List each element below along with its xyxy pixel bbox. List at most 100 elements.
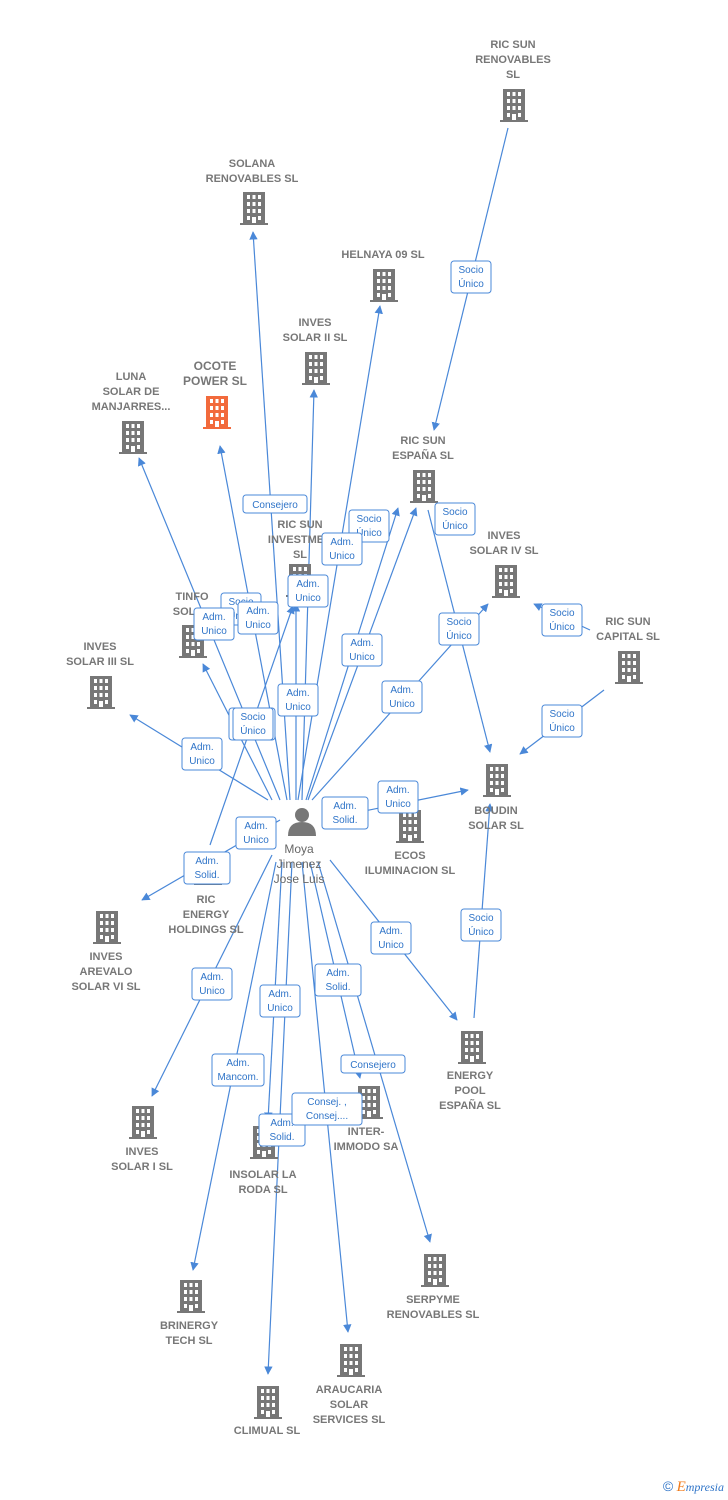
role-badge-box bbox=[381, 680, 423, 714]
role-badge[interactable]: Adm. Solid. bbox=[321, 796, 369, 830]
role-badge[interactable]: Adm.Solid. bbox=[314, 963, 362, 997]
role-badge[interactable]: Adm.Unico bbox=[377, 780, 419, 814]
role-badge-box bbox=[193, 607, 235, 641]
role-badge-text: Adm. bbox=[200, 972, 223, 983]
brand-logo-text: mpresia bbox=[685, 1480, 724, 1494]
role-badge[interactable]: Adm.Unico bbox=[181, 737, 223, 771]
company-label-line: ENERGY bbox=[183, 909, 230, 921]
role-badge-text: Único bbox=[549, 721, 575, 734]
company-label-line: SOLAR II SL bbox=[283, 332, 348, 344]
role-badge-box bbox=[259, 984, 301, 1018]
company-label-line: SOLAR SL bbox=[468, 820, 524, 832]
company-label-line: ARAUCARIA bbox=[316, 1384, 383, 1396]
role-badge-text: Unico bbox=[267, 1003, 293, 1014]
role-badge-text: Adm. bbox=[270, 1118, 293, 1129]
brand-footer[interactable]: © Empresia bbox=[663, 1478, 724, 1496]
role-badge-text: Consejero bbox=[252, 500, 298, 511]
role-badge[interactable]: Adm.Unico bbox=[370, 921, 412, 955]
company-label-line: SOLANA bbox=[229, 158, 276, 170]
role-badge[interactable]: Adm.Unico bbox=[237, 601, 279, 635]
person-name-line: Jimenez bbox=[277, 857, 322, 871]
role-badge[interactable]: Adm.Unico bbox=[287, 574, 329, 608]
role-badge[interactable]: Adm.Unico bbox=[341, 633, 383, 667]
company-label-line: SERPYME bbox=[406, 1294, 460, 1306]
building-icon bbox=[458, 1031, 486, 1064]
role-badge[interactable]: Adm.Unico bbox=[191, 967, 233, 1001]
role-badge-text: Adm. bbox=[390, 685, 413, 696]
company-label-line: SL bbox=[293, 549, 307, 561]
person-name-line: Jose Luis bbox=[274, 872, 325, 886]
company-label-line: ENERGY bbox=[447, 1070, 494, 1082]
role-badge-text: Socio bbox=[446, 617, 471, 628]
role-badge-box bbox=[460, 908, 502, 942]
role-badge[interactable]: Adm.Unico bbox=[193, 607, 235, 641]
company-label-line: TINFO bbox=[176, 591, 209, 603]
company-label-line: TECH SL bbox=[165, 1335, 212, 1347]
role-badge[interactable]: Consejero bbox=[242, 494, 308, 514]
role-badge[interactable]: Adm.Unico bbox=[381, 680, 423, 714]
company-label-line: RENOVABLES bbox=[475, 54, 551, 66]
company-label-line: CAPITAL SL bbox=[596, 631, 660, 643]
role-badge-text: Consej. , bbox=[307, 1097, 346, 1108]
role-badge[interactable]: Adm.Mancom. bbox=[211, 1053, 265, 1087]
building-icon bbox=[177, 1280, 205, 1313]
role-badge[interactable]: Adm.Solid. bbox=[183, 851, 231, 885]
role-badge-text: Solid. bbox=[332, 815, 357, 826]
role-badge-text: Único bbox=[468, 925, 494, 938]
role-badge[interactable]: Adm.Unico bbox=[259, 984, 301, 1018]
role-badge-text: Adm. bbox=[350, 638, 373, 649]
role-badge[interactable]: Adm.Unico bbox=[277, 683, 319, 717]
company-node-climual[interactable]: CLIMUAL SL bbox=[234, 1386, 301, 1437]
company-label-line: BRINERGY bbox=[160, 1320, 219, 1332]
building-icon bbox=[421, 1254, 449, 1287]
role-badge-text: Único bbox=[549, 620, 575, 633]
role-badge-text: Adm. bbox=[333, 801, 356, 812]
role-badge-text: Adm. bbox=[244, 821, 267, 832]
company-node-brinergy[interactable]: BRINERGY TECH SL bbox=[160, 1280, 219, 1347]
building-icon bbox=[396, 810, 424, 843]
role-badge-box bbox=[287, 574, 329, 608]
building-icon bbox=[254, 1386, 282, 1419]
role-badge-text: Adm. bbox=[195, 856, 218, 867]
role-badge[interactable]: Consej. ,Consej.... bbox=[291, 1092, 363, 1126]
company-node-inter-immodo[interactable]: INTER-IMMODO SA bbox=[334, 1086, 399, 1153]
role-badge[interactable]: Adm.Unico bbox=[235, 816, 277, 850]
company-node-helnaya-09[interactable]: HELNAYA 09 SL bbox=[341, 249, 425, 302]
edge-line-27 bbox=[317, 861, 432, 1243]
company-label-line: RODA SL bbox=[238, 1184, 287, 1196]
building-icon bbox=[500, 89, 528, 122]
role-badge-text: Socio bbox=[468, 913, 493, 924]
role-badge[interactable]: Consejero bbox=[340, 1054, 406, 1074]
role-badge[interactable]: Adm.Unico bbox=[321, 532, 363, 566]
company-label-line: RIC SUN bbox=[277, 519, 322, 531]
company-label-line: RIC bbox=[197, 894, 216, 906]
company-label-line: INVES bbox=[125, 1146, 158, 1158]
